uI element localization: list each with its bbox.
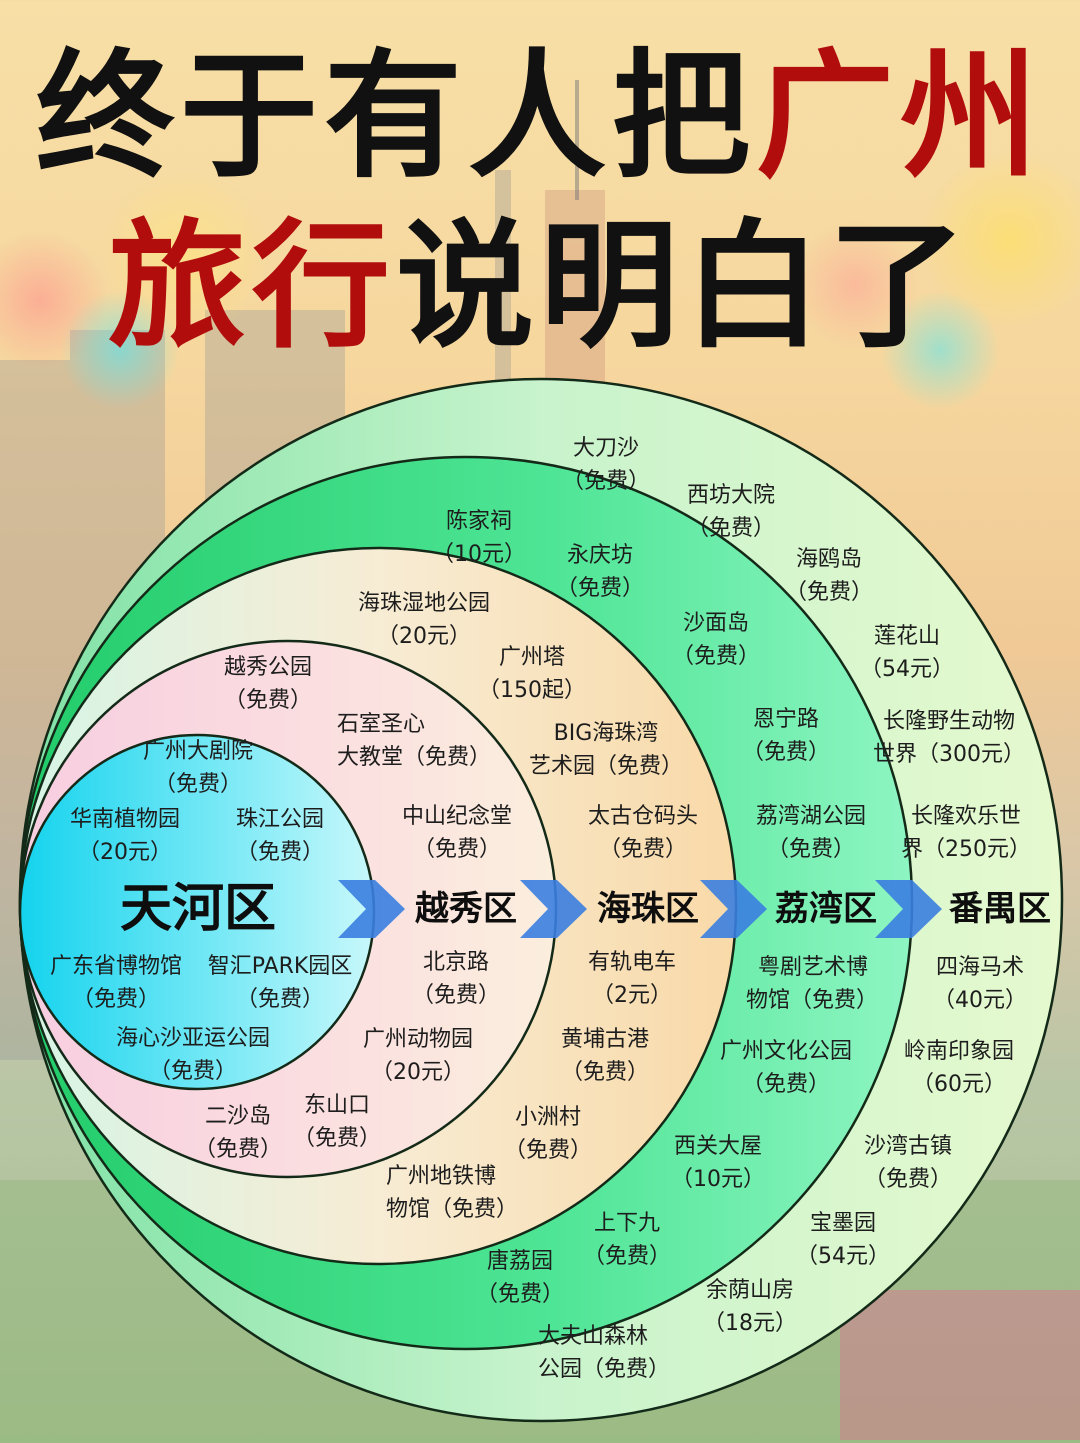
chevron-arrow-icon — [520, 880, 587, 938]
spot-label: 中山纪念堂（免费） — [401, 804, 513, 862]
spot-label: 长隆野生动物世界（300元） — [873, 709, 1025, 767]
spot-label: 恩宁路（免费） — [741, 707, 831, 765]
spot-label: 广州大剧院（免费） — [142, 739, 254, 797]
spot-label: 珠江公园（免费） — [235, 807, 325, 865]
spot-label: 荔湾湖公园（免费） — [755, 804, 867, 862]
spot-label: 海鸥岛（免费） — [784, 547, 874, 605]
chevron-arrow-icon — [338, 880, 405, 938]
district-label-tianhe: 天河区 — [119, 879, 277, 939]
spot-label: BIG海珠湾艺术园（免费） — [528, 721, 684, 779]
spot-label: 智汇PARK园区（免费） — [207, 954, 353, 1012]
spot-label: 陈家祠（10元） — [432, 509, 526, 567]
spot-label: 西坊大院（免费） — [686, 483, 776, 541]
district-label-panyu: 番禺区 — [949, 889, 1051, 929]
spot-label: 余荫山房（18元） — [703, 1278, 797, 1336]
spot-label: 沙面岛（免费） — [671, 611, 761, 669]
district-label-liwan: 荔湾区 — [775, 889, 877, 929]
title-line-2: 旅行说明白了 — [0, 218, 1080, 356]
spot-label: 广州文化公园（免费） — [719, 1039, 853, 1097]
spot-label: 粤剧艺术博物馆（免费） — [745, 955, 879, 1013]
spot-label: 宝墨园（54元） — [796, 1211, 890, 1269]
spot-label: 广州地铁博物馆（免费） — [385, 1164, 519, 1222]
spot-label: 越秀公园（免费） — [223, 655, 313, 713]
spot-label: 莲花山（54元） — [860, 624, 954, 682]
spot-label: 上下九（免费） — [582, 1211, 672, 1269]
spot-label: 太古仓码头（免费） — [587, 804, 699, 862]
spot-label: 唐荔园（免费） — [475, 1249, 565, 1307]
spot-label: 广州动物园（20元） — [362, 1027, 474, 1085]
title-red-part: 广州 — [756, 36, 1045, 197]
spot-label: 东山口（免费） — [292, 1093, 382, 1151]
spot-label: 广东省博物馆（免费） — [49, 954, 183, 1012]
title-black-part: 终于有人把 — [35, 36, 756, 197]
spot-label: 有轨电车（2元） — [587, 950, 677, 1008]
district-label-haizhu: 海珠区 — [597, 889, 699, 929]
spot-label: 黄埔古港（免费） — [560, 1027, 650, 1085]
spot-label: 二沙岛（免费） — [193, 1104, 283, 1162]
spot-label: 长隆欢乐世界（250元） — [901, 804, 1031, 862]
spot-label: 石室圣心大教堂（免费） — [336, 712, 492, 770]
spot-label: 四海马术（40元） — [933, 955, 1027, 1013]
spot-label: 北京路（免费） — [411, 950, 501, 1008]
spot-label: 海珠湿地公园（20元） — [357, 591, 491, 649]
title-red-part: 旅行 — [107, 206, 396, 367]
chevron-arrow-icon — [875, 880, 942, 938]
spot-label: 大夫山森林公园（免费） — [537, 1324, 671, 1382]
spot-label: 西关大屋（10元） — [671, 1134, 765, 1192]
district-label-yuexiu: 越秀区 — [415, 889, 517, 929]
spot-label: 岭南印象园（60元） — [903, 1039, 1015, 1097]
spot-label: 永庆坊（免费） — [555, 543, 645, 601]
title-black-part: 说明白了 — [396, 206, 973, 367]
spot-label: 大刀沙（免费） — [561, 436, 651, 494]
chevron-arrow-icon — [700, 880, 767, 938]
spot-label: 华南植物园（20元） — [69, 807, 181, 865]
spot-label: 沙湾古镇（免费） — [863, 1134, 953, 1192]
spot-label: 广州塔（150起） — [478, 645, 586, 703]
spot-label: 小洲村（免费） — [503, 1105, 593, 1163]
title-line-1: 终于有人把广州 — [0, 48, 1080, 186]
chevron-arrows — [338, 880, 942, 938]
spot-label: 海心沙亚运公园（免费） — [115, 1026, 271, 1084]
